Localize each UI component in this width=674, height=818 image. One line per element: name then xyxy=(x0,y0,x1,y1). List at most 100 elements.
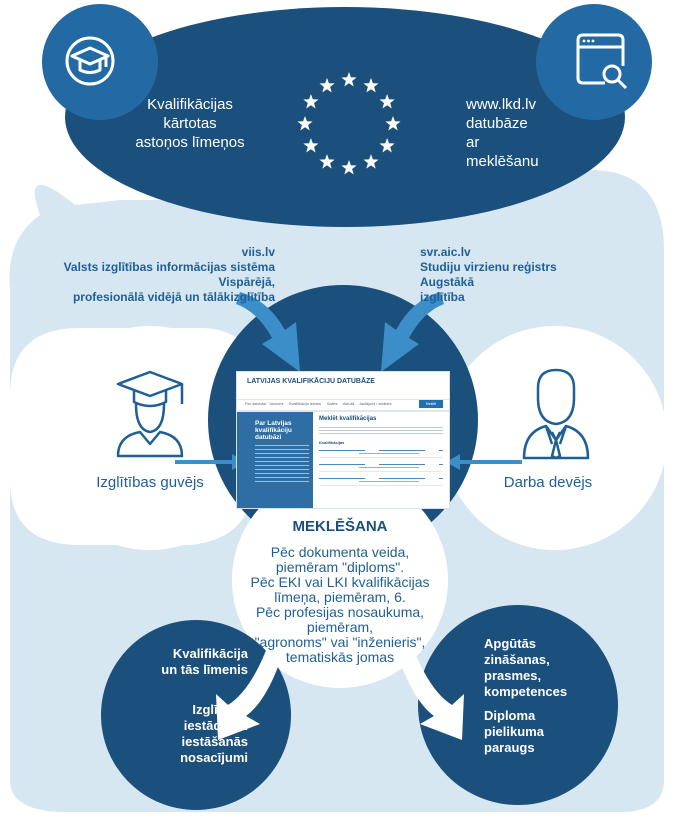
eu-star xyxy=(319,77,335,93)
screenshot-right-subheading: Kvalifikācijas xyxy=(319,440,345,445)
search-line-6: piemēram, xyxy=(306,619,374,635)
bottom-left-item1-line-1: Kvalifikācija xyxy=(172,646,248,661)
top-ellipse xyxy=(65,7,625,227)
employer-icon xyxy=(522,368,590,460)
left-source-url[interactable]: viis.lv xyxy=(241,245,275,259)
eu-star xyxy=(341,160,357,175)
search-criteria: Pēc dokumenta veida, piemēram "diploms".… xyxy=(235,545,445,665)
levels-line-3: astoņos līmeņos xyxy=(135,134,245,151)
bottom-right-item1-line-2: zināšanas, xyxy=(484,652,550,667)
bottom-left-item2-line-3: iestāšanās xyxy=(181,734,249,749)
database-line-2: datubāze xyxy=(466,115,528,132)
eu-star xyxy=(303,138,319,153)
screenshot-nav: Par datubāzi Jaunumi Kvalifikāciju ietva… xyxy=(237,399,449,412)
eu-star xyxy=(385,116,401,131)
right-user-arrowhead xyxy=(446,454,460,470)
bottom-right-arrow xyxy=(396,640,464,740)
database-line-4: meklēšanu xyxy=(466,153,539,170)
levels-caption: Kvalifikācijas kārtotas astoņos līmeņos xyxy=(120,95,260,152)
right-source: svr.aic.lv Studiju virzienu reģistrs Aug… xyxy=(420,245,620,305)
search-heading: MEKLĒŠANA xyxy=(292,518,388,535)
bottom-right-item2-line-3: paraugs xyxy=(484,740,535,755)
bottom-left-item2-line-4: nosacījumi xyxy=(180,750,248,765)
right-user-label: Darba devējs xyxy=(503,474,593,491)
screenshot-left-panel: Par Latvijas kvalifikāciju datubāzi xyxy=(237,412,313,508)
bottom-left-item2-line-2: iestāde un xyxy=(183,718,248,733)
search-line-1: Pēc dokumenta veida, xyxy=(270,544,410,560)
left-source-arrow xyxy=(236,292,300,372)
bottom-right-circle xyxy=(418,605,618,805)
screenshot-nav-item[interactable]: Jautājumi / atbildes xyxy=(359,402,392,406)
eu-star xyxy=(379,138,395,153)
eu-star xyxy=(363,77,379,93)
bottom-right-item1-line-4: kompetences xyxy=(484,684,568,699)
screenshot-nav-item[interactable]: Saites xyxy=(327,402,338,406)
left-user-label: Izglītības guvējs xyxy=(96,474,204,491)
source-arrows xyxy=(236,292,444,372)
bottom-left-item2-line-1: Izglītības xyxy=(192,702,248,717)
eu-star xyxy=(303,94,319,109)
bottom-right-item1-line-3: prasmes, xyxy=(484,668,542,683)
eu-star xyxy=(319,154,335,169)
eu-star xyxy=(379,94,395,109)
bottom-right-item2-line-1: Diploma xyxy=(484,708,536,723)
institution-text: Izglītības iestāde un iestāšanās nosacīj… xyxy=(120,702,248,766)
browser-icon-circle xyxy=(536,4,652,120)
screenshot-title: LATVIJAS KVALIFIKĀCIJU DATUBĀZE xyxy=(247,378,375,385)
left-source-name: Valsts izglītības informācijas sistēma xyxy=(63,260,275,274)
search-line-8: tematiskās jomas xyxy=(285,649,395,665)
screenshot-right-heading: Meklēt kvalifikācijas xyxy=(319,416,377,422)
screenshot-right-text xyxy=(319,427,443,435)
screenshot-nav-item[interactable]: Aktuāli xyxy=(343,402,355,406)
eu-stars-icon xyxy=(297,72,401,175)
bottom-left-arrow xyxy=(216,640,284,740)
eu-star xyxy=(341,72,357,87)
levels-line-2: kārtotas xyxy=(163,115,217,132)
eu-star xyxy=(297,116,313,131)
database-line-3: ar xyxy=(466,134,480,151)
right-source-scope-2: izglītība xyxy=(420,290,465,304)
diploma-supplement-text: Diploma pielikuma paraugs xyxy=(484,708,624,756)
search-line-5: Pēc profesijas nosaukuma, xyxy=(255,604,425,620)
student-icon xyxy=(116,370,184,458)
search-line-2: piemēram "diploms". xyxy=(275,559,405,575)
right-source-arrow xyxy=(381,292,444,372)
left-source-scope-1: Vispārējā, xyxy=(218,275,275,289)
right-source-url[interactable]: svr.aic.lv xyxy=(420,245,471,259)
bottom-left-circle xyxy=(101,620,291,810)
browser-search-icon xyxy=(576,33,628,90)
screenshot-header xyxy=(237,372,449,396)
right-source-scope-1: Augstākā xyxy=(420,275,475,289)
eu-star xyxy=(363,154,379,169)
search-circle xyxy=(232,472,448,688)
left-source: viis.lv Valsts izglītības informācijas s… xyxy=(20,245,275,305)
database-screenshot: LATVIJAS KVALIFIKĀCIJU DATUBĀZE Par datu… xyxy=(237,372,449,508)
user-arrows xyxy=(175,454,522,470)
screenshot-result-row[interactable] xyxy=(319,462,443,472)
search-line-7: "agronoms" vai "inženieris", xyxy=(254,634,426,650)
left-source-scope-2: profesionālā vidējā un tālākizglītība xyxy=(72,290,275,304)
screenshot-search-button[interactable]: Meklēt kvalifikācijas xyxy=(419,400,443,414)
bottom-left-item1-line-2: un tās līmenis xyxy=(161,662,248,677)
screenshot-left-text xyxy=(255,445,309,485)
browser-dots xyxy=(582,39,595,43)
screenshot-nav-item[interactable]: Kvalifikāciju ietvars xyxy=(289,402,322,406)
bottom-right-item2-line-2: pielikuma xyxy=(484,724,544,739)
database-line-1: www.lkd.lv xyxy=(466,96,537,113)
graduation-cap-icon xyxy=(65,36,115,86)
search-line-4: līmeņa, piemēram, 6. xyxy=(274,589,406,605)
search-line-3: Pēc EKI vai LKI kvalifikācijas xyxy=(250,574,430,590)
screenshot-result-row[interactable] xyxy=(319,476,443,486)
bottom-right-item1-line-1: Apgūtās xyxy=(484,636,536,651)
screenshot-nav-item[interactable]: Par datubāzi xyxy=(245,402,267,406)
screenshot-result-row[interactable] xyxy=(319,448,443,458)
right-source-name: Studiju virzienu reģistrs xyxy=(420,260,557,274)
levels-line-1: Kvalifikācijas xyxy=(147,96,233,113)
screenshot-right-panel: Meklēt kvalifikācijas Kvalifikācijas xyxy=(315,412,449,508)
screenshot-nav-item[interactable]: Jaunumi xyxy=(269,402,284,406)
qualification-level-text: Kvalifikācija un tās līmenis xyxy=(120,646,248,678)
database-caption: www.lkd.lv datubāze ar meklēšanu xyxy=(466,95,576,171)
screenshot-left-heading: Par Latvijas kvalifikāciju datubāzi xyxy=(255,420,292,441)
